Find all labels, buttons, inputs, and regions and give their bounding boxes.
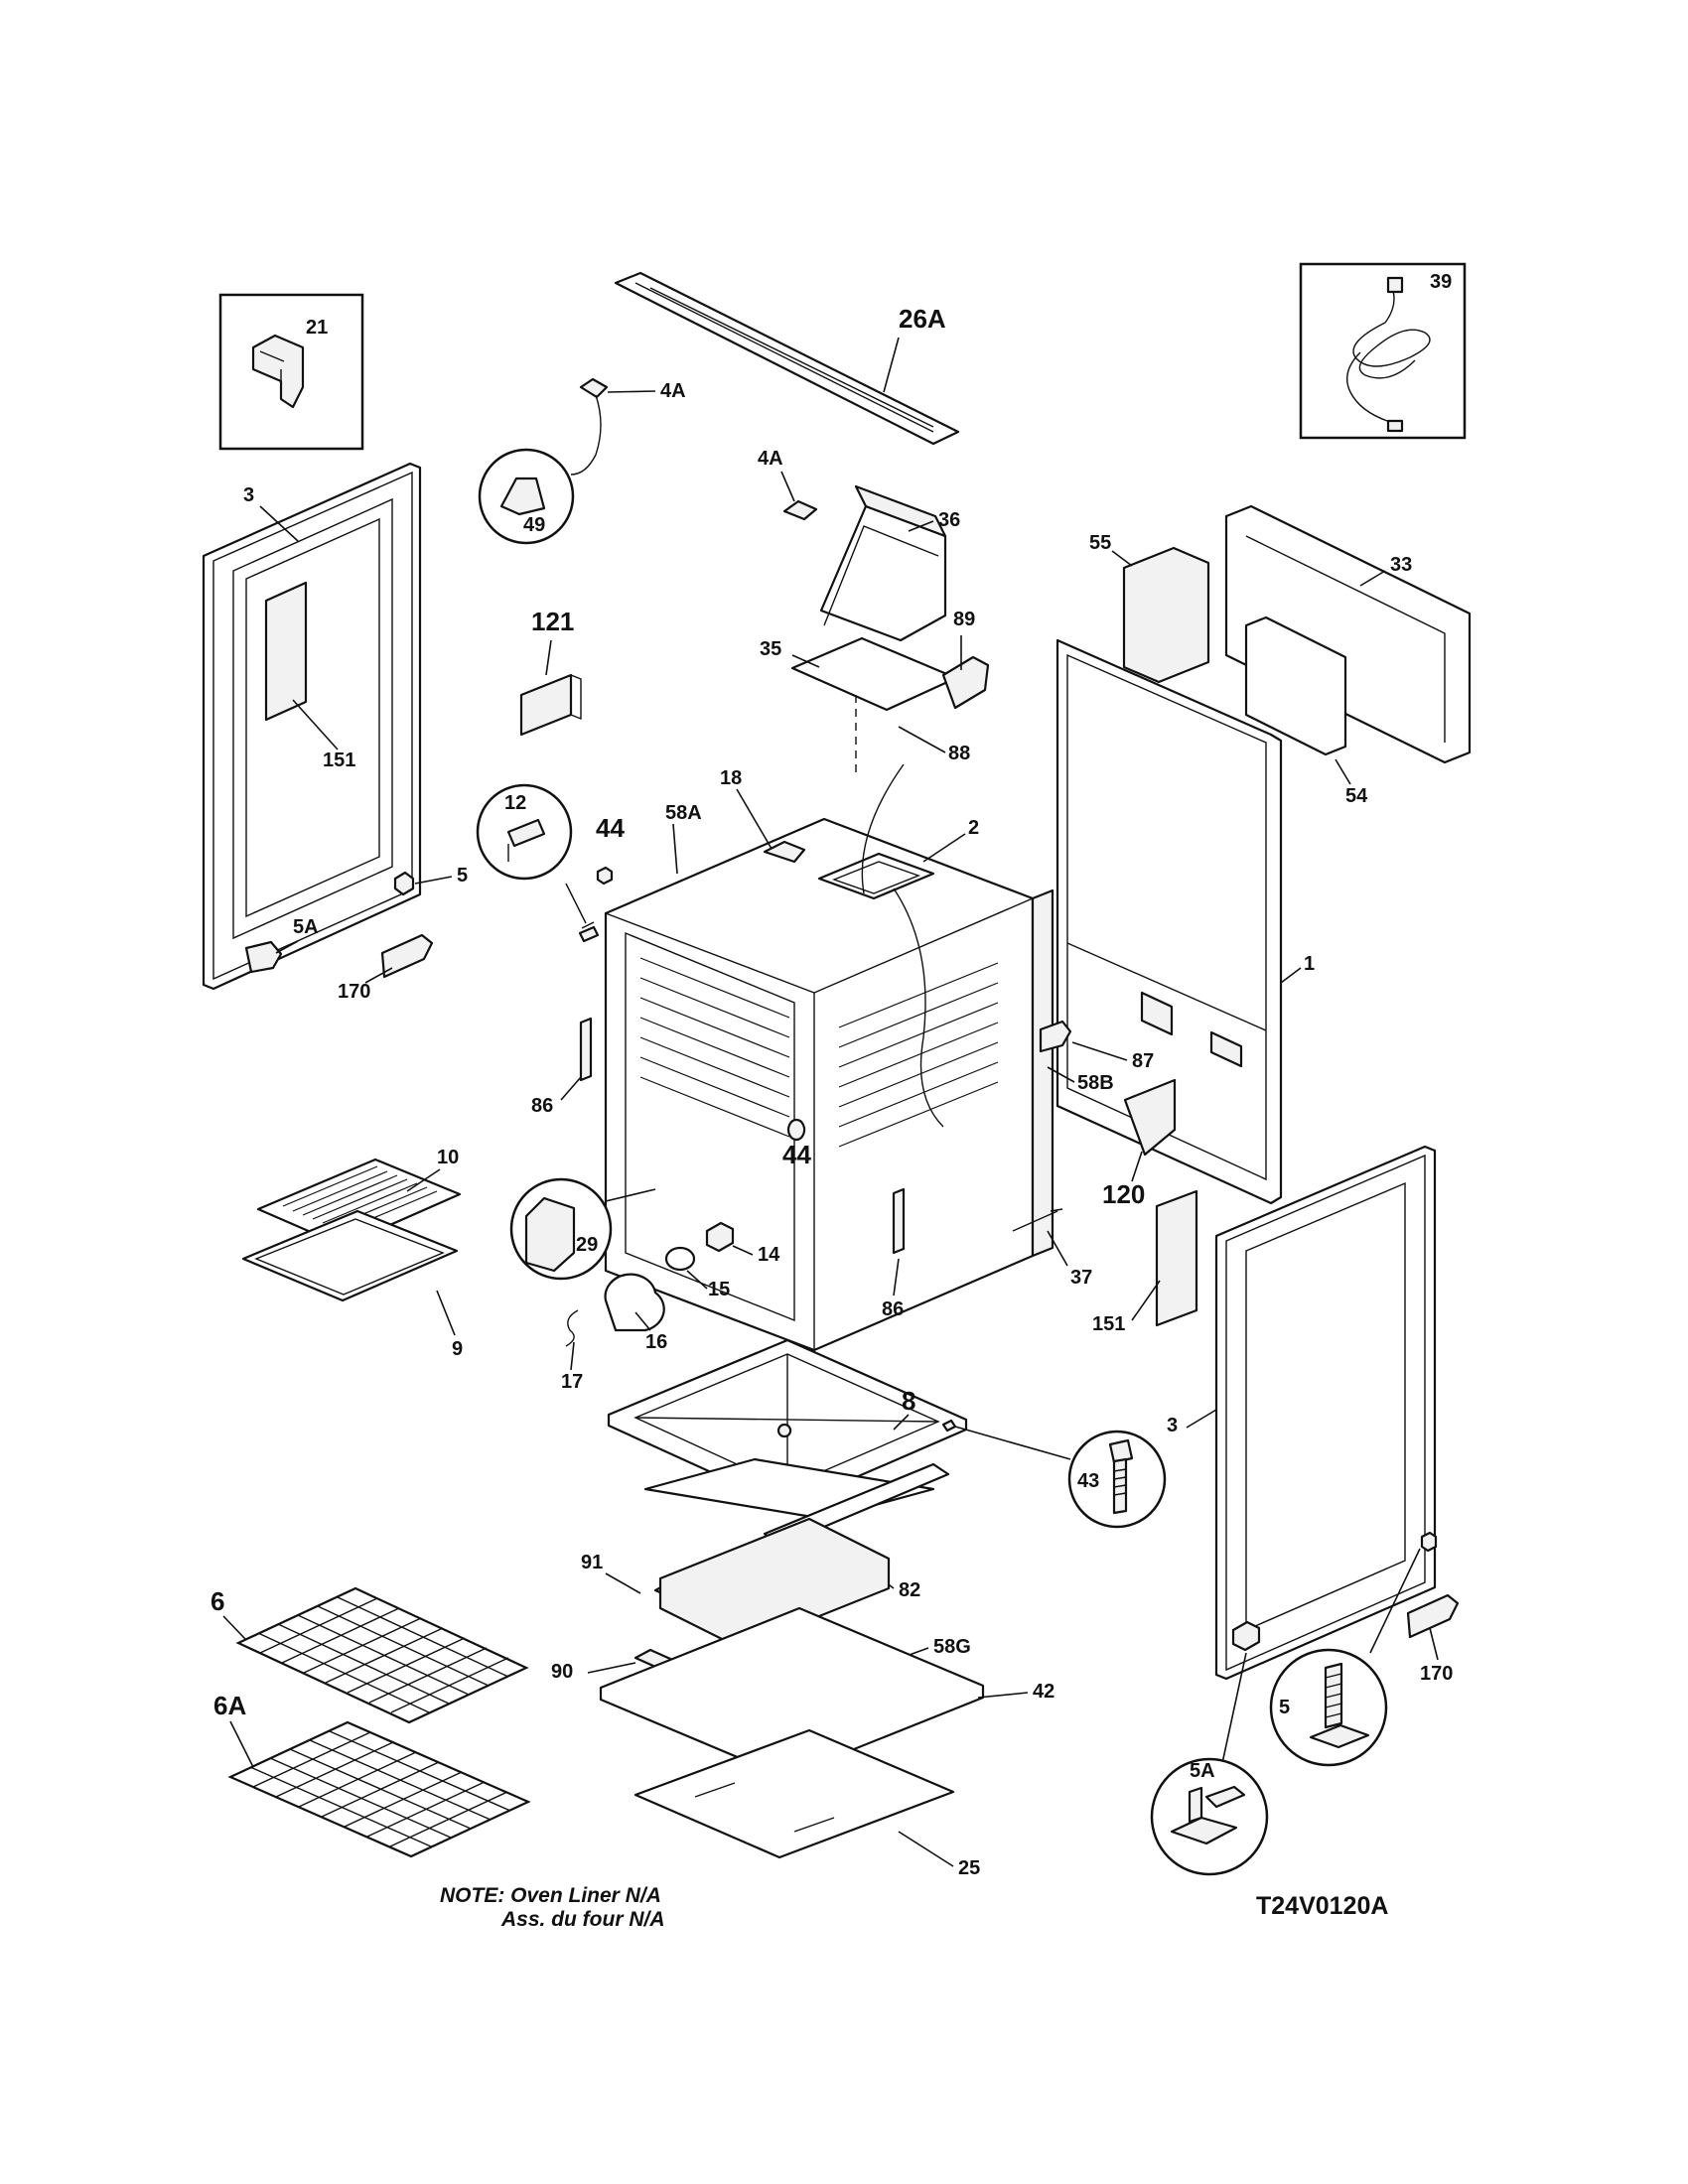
label-44-mid: 44 [782,1140,811,1169]
label-91: 91 [581,1552,603,1573]
door-left: 3 151 [202,462,422,991]
label-12: 12 [504,792,526,814]
label-58A: 58A [665,802,702,824]
label-90: 90 [551,1661,573,1683]
label-26A: 26A [899,304,946,334]
label-37: 37 [1070,1267,1092,1289]
label-58G: 58G [933,1636,971,1658]
inset-box-part-39: 39 [1299,262,1467,440]
oven-racks: 6 6A [211,1586,531,1858]
label-35: 35 [760,638,781,660]
part-29-inset: 29 [509,1177,656,1281]
label-17: 17 [561,1371,583,1393]
hinge-parts-left: 5 5A 170 [244,865,468,1003]
side-small-parts: 86 87 120 44 86 [531,1017,1177,1320]
label-82: 82 [899,1579,920,1601]
label-5-right: 5 [1279,1697,1290,1718]
top-bracket-26A: 26A [614,271,960,446]
label-29: 29 [576,1234,598,1256]
part-4A-and-49: 4A 49 [478,377,686,545]
label-6A: 6A [213,1691,246,1720]
lamp-parts: 14 15 16 17 [561,1221,780,1393]
label-3-right: 3 [1167,1415,1178,1436]
label-16: 16 [645,1331,667,1353]
label-25: 25 [958,1857,980,1879]
label-170-right: 170 [1420,1663,1453,1685]
label-43: 43 [1077,1470,1099,1492]
inset-box-part-21: 21 [218,293,364,451]
label-54: 54 [1345,785,1368,807]
label-87: 87 [1132,1050,1154,1072]
label-88: 88 [948,743,970,764]
label-2: 2 [968,817,979,839]
label-55: 55 [1089,532,1111,554]
label-5A-left: 5A [293,916,319,938]
label-4A-mid: 4A [758,448,783,470]
label-8: 8 [902,1386,915,1416]
part-12-and-44: 12 44 [476,783,625,943]
label-1: 1 [1304,953,1315,975]
label-89: 89 [953,609,975,630]
label-49: 49 [523,514,545,536]
label-21: 21 [306,317,328,339]
part-43-inset: 43 [941,1419,1167,1529]
label-121: 121 [531,607,574,636]
label-3-left: 3 [243,484,254,506]
vent-duct-assembly: 36 35 89 88 [760,484,990,774]
oven-cavity: 58A 18 2 58B [604,763,1114,1352]
door-right: 151 3 [1092,1145,1437,1681]
label-44-top: 44 [596,813,625,843]
back-panels: 55 33 54 1 [1055,504,1472,1205]
note-line-2: Ass. du four N/A [501,1908,665,1931]
label-58B: 58B [1077,1072,1114,1094]
label-15: 15 [708,1279,730,1300]
drawing-code: T24V0120A [1256,1892,1389,1920]
part-121: 121 [519,607,582,737]
label-6: 6 [211,1586,224,1616]
bottom-assembly: 8 82 91 58G 90 42 25 [551,1338,1055,1879]
label-10: 10 [437,1147,459,1168]
label-151-right: 151 [1092,1313,1125,1335]
label-120: 120 [1102,1179,1145,1209]
label-5A-right: 5A [1190,1760,1215,1782]
label-18: 18 [720,767,742,789]
label-36: 36 [938,509,960,531]
part-37: 37 [1012,1208,1092,1289]
label-151-left: 151 [323,750,355,771]
label-86-left: 86 [531,1095,553,1117]
label-39: 39 [1430,271,1452,293]
note-line-1: NOTE: Oven Liner N/A [440,1884,661,1907]
label-33: 33 [1390,554,1412,576]
leveling-parts-right: 5 5A 170 [1150,1531,1460,1876]
broiler-pan: 10 9 [241,1147,463,1360]
label-14: 14 [758,1244,780,1266]
label-5-left: 5 [457,865,468,887]
label-86-right: 86 [882,1298,904,1320]
part-4A-mid: 4A [758,448,818,521]
label-170-left: 170 [338,981,370,1003]
label-42: 42 [1033,1681,1055,1703]
label-9: 9 [452,1338,463,1360]
label-4A-top: 4A [660,380,686,402]
